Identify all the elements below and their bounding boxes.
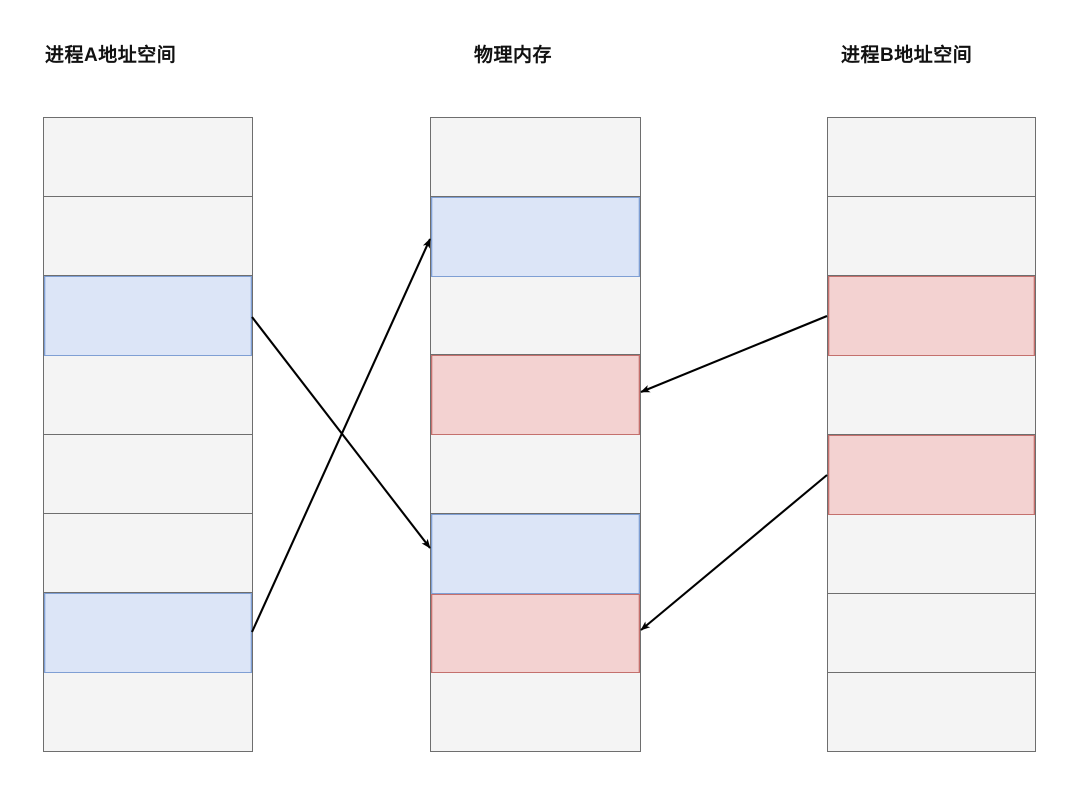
memory-cell-physical-memory-8 [431, 673, 640, 751]
column-process-b [827, 117, 1036, 752]
column-title-physical-memory: 物理内存 [474, 45, 553, 66]
memory-cell-process-b-4 [828, 356, 1035, 435]
arrow-b3-to-m4 [640, 315, 828, 393]
memory-cell-process-b-1 [828, 118, 1035, 197]
arrow-b5-to-m7 [640, 474, 828, 631]
memory-cell-process-b-5 [828, 435, 1035, 515]
column-process-a [43, 117, 253, 752]
memory-cell-process-a-1 [44, 118, 252, 197]
memory-cell-process-a-5 [44, 435, 252, 514]
memory-cell-process-b-2 [828, 197, 1035, 276]
column-title-process-a: 进程A地址空间 [45, 45, 177, 66]
memory-cell-process-b-6 [828, 515, 1035, 594]
memory-cell-process-a-2 [44, 197, 252, 276]
arrow-a7-to-m2 [251, 238, 431, 633]
memory-cell-physical-memory-3 [431, 276, 640, 356]
memory-cell-process-a-7 [44, 593, 252, 673]
memory-cell-physical-memory-2 [431, 196, 640, 277]
column-title-process-b: 进程B地址空间 [841, 45, 973, 66]
memory-cell-process-a-6 [44, 514, 252, 593]
memory-cell-process-b-3 [828, 276, 1035, 356]
memory-cell-physical-memory-5 [431, 435, 640, 514]
memory-cell-physical-memory-6 [431, 513, 640, 594]
memory-cell-process-a-8 [44, 673, 252, 751]
memory-cell-process-a-4 [44, 356, 252, 435]
memory-cell-physical-memory-4 [431, 355, 640, 435]
memory-cell-physical-memory-7 [431, 593, 640, 674]
arrow-a3-to-m6 [251, 316, 431, 549]
memory-cell-physical-memory-1 [431, 118, 640, 197]
column-physical-memory [430, 117, 641, 752]
memory-cell-process-b-8 [828, 673, 1035, 751]
memory-cell-process-b-7 [828, 594, 1035, 673]
memory-cell-process-a-3 [44, 276, 252, 356]
